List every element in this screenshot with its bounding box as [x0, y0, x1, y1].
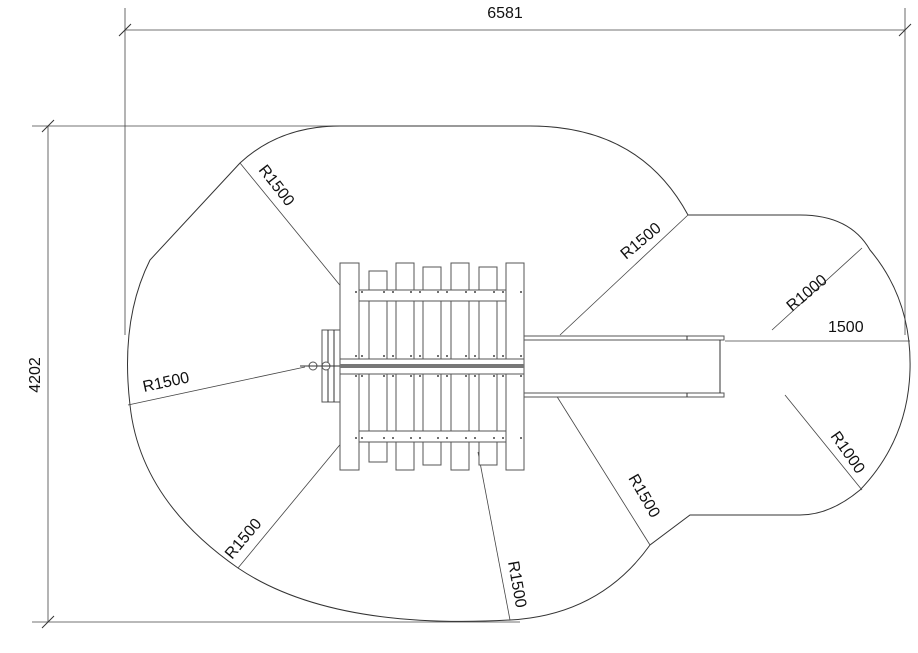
radius-leaders [127, 162, 910, 621]
radius-label-upper-right: R1500 [618, 220, 665, 263]
bolt-dot [474, 437, 476, 439]
bolt-dot [502, 291, 504, 293]
bolt-dot [410, 291, 412, 293]
bolt-dot [410, 375, 412, 377]
bolt-dot [465, 437, 467, 439]
height-dimension-label: 4202 [27, 357, 44, 393]
deck-planks [339, 262, 525, 471]
bolt-dot [355, 291, 357, 293]
bolt-dot [355, 375, 357, 377]
bolt-dot [361, 291, 363, 293]
slide-clearance-label: 1500 [828, 319, 864, 336]
bolt-dots [355, 291, 522, 439]
safety-zone-outline [127, 125, 911, 622]
radius-label-right-upper: R1000 [784, 272, 831, 315]
bolt-dot [383, 291, 385, 293]
bolt-dot [383, 437, 385, 439]
bolt-dot [361, 355, 363, 357]
bolt-dot [437, 291, 439, 293]
bolt-dot [502, 355, 504, 357]
width-dimension-label: 6581 [487, 5, 523, 22]
bolt-dot [493, 437, 495, 439]
bolt-dot [392, 437, 394, 439]
bolt-dot [493, 291, 495, 293]
bolt-dot [355, 355, 357, 357]
width-dimension: 6581 [118, 5, 912, 335]
bolt-dot [419, 375, 421, 377]
bolt-dot [520, 375, 522, 377]
bolt-dot [520, 291, 522, 293]
bolt-dot [383, 375, 385, 377]
bolt-dot [502, 375, 504, 377]
bolt-dot [465, 375, 467, 377]
bolt-dot [437, 437, 439, 439]
bolt-dot [446, 355, 448, 357]
bolt-dot [419, 291, 421, 293]
bolt-dot [446, 437, 448, 439]
bolt-dot [419, 355, 421, 357]
bolt-dot [437, 355, 439, 357]
slide [523, 335, 725, 398]
access-ladder [300, 329, 341, 403]
radius-label-right-lower: R1000 [827, 429, 868, 477]
bolt-dot [361, 437, 363, 439]
bolt-dot [493, 375, 495, 377]
bolt-dot [446, 375, 448, 377]
bolt-dot [392, 291, 394, 293]
bolt-dot [410, 355, 412, 357]
bolt-dot [474, 291, 476, 293]
bolt-dot [361, 375, 363, 377]
bolt-dot [437, 375, 439, 377]
bolt-dot [419, 437, 421, 439]
bolt-dot [465, 291, 467, 293]
bolt-dot [474, 375, 476, 377]
bolt-dot [410, 437, 412, 439]
bolt-dot [383, 355, 385, 357]
height-dimension: 4202 [27, 119, 520, 629]
bolt-dot [392, 375, 394, 377]
bolt-dot [446, 291, 448, 293]
bolt-dot [493, 355, 495, 357]
bolt-dot [520, 437, 522, 439]
radius-label-bottom: R1500 [504, 560, 529, 609]
bolt-dot [502, 437, 504, 439]
bolt-dot [465, 355, 467, 357]
bolt-dot [520, 355, 522, 357]
bolt-dot [474, 355, 476, 357]
bolt-dot [355, 437, 357, 439]
bolt-dot [392, 355, 394, 357]
radius-label-left: R1500 [141, 369, 191, 395]
radius-label-top-left: R1500 [255, 162, 297, 210]
radius-label-bottom-left: R1500 [222, 515, 265, 562]
